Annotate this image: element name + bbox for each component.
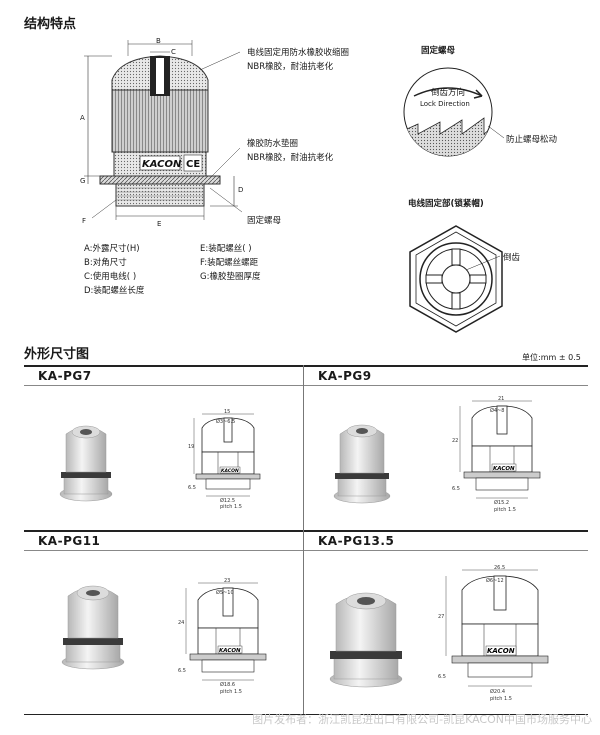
svg-text:KACON: KACON: [493, 466, 515, 472]
tech-drawing-pg11: KACON 23 Ø5~10 24 6.5 Ø18.6 pitch 1.5: [178, 578, 267, 695]
pg9-dim-cable: Ø4~8: [490, 407, 505, 414]
dim-label-d: D: [238, 186, 243, 194]
dim-label-b: B: [156, 37, 161, 45]
pg7-dim-g: 6.5: [188, 485, 196, 491]
model-name-pg11: KA-PG11: [38, 534, 101, 548]
product-photo-pg7: [59, 425, 113, 502]
pg7-dim-thread: Ø12.5: [220, 497, 235, 504]
clamp-hex-drawing: [409, 225, 503, 333]
unit-note: 单位:mm ± 0.5: [522, 353, 581, 362]
clamp-detail-title: 电线固定部(锁紧帽): [408, 199, 484, 209]
callout-nut: 固定螺母: [247, 216, 282, 226]
section-title-features: 结构特点: [24, 17, 77, 32]
legend-item-d: D:装配螺丝长度: [84, 286, 145, 296]
callout-gasket-name: 橡胶防水垫圈: [247, 139, 299, 149]
pg9-dim-h: 22: [452, 438, 458, 444]
pg13-5-pitch: pitch 1.5: [490, 696, 512, 702]
legend-item-b: B:对角尺寸: [84, 258, 127, 268]
callout-seal-name: 电线固定用防水橡胶收缩圈: [247, 48, 350, 58]
legend-item-e: E:装配螺丝( ): [200, 244, 252, 254]
dim-label-g: G: [80, 177, 85, 185]
pg11-dim-g: 6.5: [178, 668, 186, 674]
pg9-pitch: pitch 1.5: [494, 507, 516, 513]
table-bottom-border: [24, 714, 588, 715]
legend-item-a: A:外露尺寸(H): [84, 244, 140, 254]
pg13-5-dim-thread: Ø20.4: [490, 688, 505, 695]
anti-loose-label: 防止螺母松动: [506, 135, 558, 145]
tech-drawing-pg9: KACON 21 Ø4~8 22 6.5 Ø15.2 pitch 1.5: [452, 396, 541, 513]
pg11-dim-thread: Ø18.6: [220, 681, 235, 688]
model-name-pg7: KA-PG7: [38, 369, 92, 383]
lock-teeth-drawing: [403, 67, 505, 157]
model-name-pg9: KA-PG9: [318, 369, 372, 383]
product-photo-pg11: [61, 585, 125, 670]
dim-label-f: F: [82, 217, 86, 225]
pg7-dim-h: 19: [188, 444, 194, 450]
legend-item-c: C:使用电线( ): [84, 272, 137, 282]
callout-gasket-material: NBR橡胶，耐油抗老化: [247, 153, 334, 163]
model-name-pg13-5: KA-PG13.5: [318, 534, 395, 548]
pg13-5-dim-cable: Ø6~12: [486, 577, 504, 584]
tech-drawing-pg7: KACON 15 Ø3~6.5 19 6.5 Ø12.5 pitch 1.5: [188, 409, 261, 510]
pg7-dim-top: 15: [224, 409, 230, 415]
pg11-dim-h: 24: [178, 620, 184, 626]
pg11-pitch: pitch 1.5: [220, 689, 242, 695]
pg11-dim-cable: Ø5~10: [216, 589, 234, 596]
column-divider: [303, 365, 304, 715]
section-title-dimensions: 外形尺寸图: [24, 347, 90, 362]
footer-credit: 图片发布者：浙江凯昆进出口有限公司-凯昆KACON中国市场服务中心: [252, 713, 592, 726]
product-photo-pg13-5: [329, 592, 403, 688]
callout-seal-material: NBR橡胶，耐油抗老化: [247, 62, 334, 72]
svg-text:KACON: KACON: [487, 647, 515, 655]
pg11-dim-top: 23: [224, 578, 230, 584]
legend-col-1: A:外露尺寸(H) B:对角尺寸 C:使用电线( ) D:装配螺丝长度: [84, 242, 144, 298]
legend-item-g: G:橡胶垫圈厚度: [200, 272, 261, 282]
pg13-5-dim-g: 6.5: [438, 674, 446, 680]
legend-col-2: E:装配螺丝( ) F:装配螺丝螺距 G:橡胶垫圈厚度: [200, 242, 260, 284]
pg9-dim-thread: Ø15.2: [494, 499, 509, 506]
table-header-row-1: [24, 365, 588, 386]
brand-mark: KACON: [142, 159, 182, 170]
teeth-label: 倒齿: [503, 253, 521, 263]
arrow-direction-cn: 倒齿方向: [431, 88, 466, 98]
nut-detail-title: 固定螺母: [421, 46, 456, 56]
pg13-5-dim-h: 27: [438, 614, 444, 620]
table-header-row-2: [24, 530, 588, 551]
arrow-direction-en: Lock Direction: [420, 100, 470, 108]
dim-label-e: E: [157, 220, 161, 228]
tech-drawing-pg13-5: KACON 26.5 Ø6~12 27 6.5 Ø20.4 pitch 1.5: [438, 565, 549, 702]
pg13-5-dim-top: 26.5: [494, 565, 505, 571]
svg-text:KACON: KACON: [219, 648, 241, 654]
pg9-dim-g: 6.5: [452, 486, 460, 492]
pg9-dim-top: 21: [498, 396, 504, 402]
cable-gland-section-drawing: KACON CE B C A G D E F: [80, 37, 243, 228]
dim-label-a: A: [80, 114, 85, 122]
svg-text:KACON: KACON: [221, 468, 239, 474]
pg7-pitch: pitch 1.5: [220, 504, 242, 510]
legend-item-f: F:装配螺丝螺距: [200, 258, 259, 268]
product-photo-pg9: [333, 424, 391, 504]
dim-label-c: C: [171, 48, 176, 56]
pg7-dim-cable: Ø3~6.5: [216, 418, 235, 425]
ce-mark: CE: [186, 159, 200, 170]
